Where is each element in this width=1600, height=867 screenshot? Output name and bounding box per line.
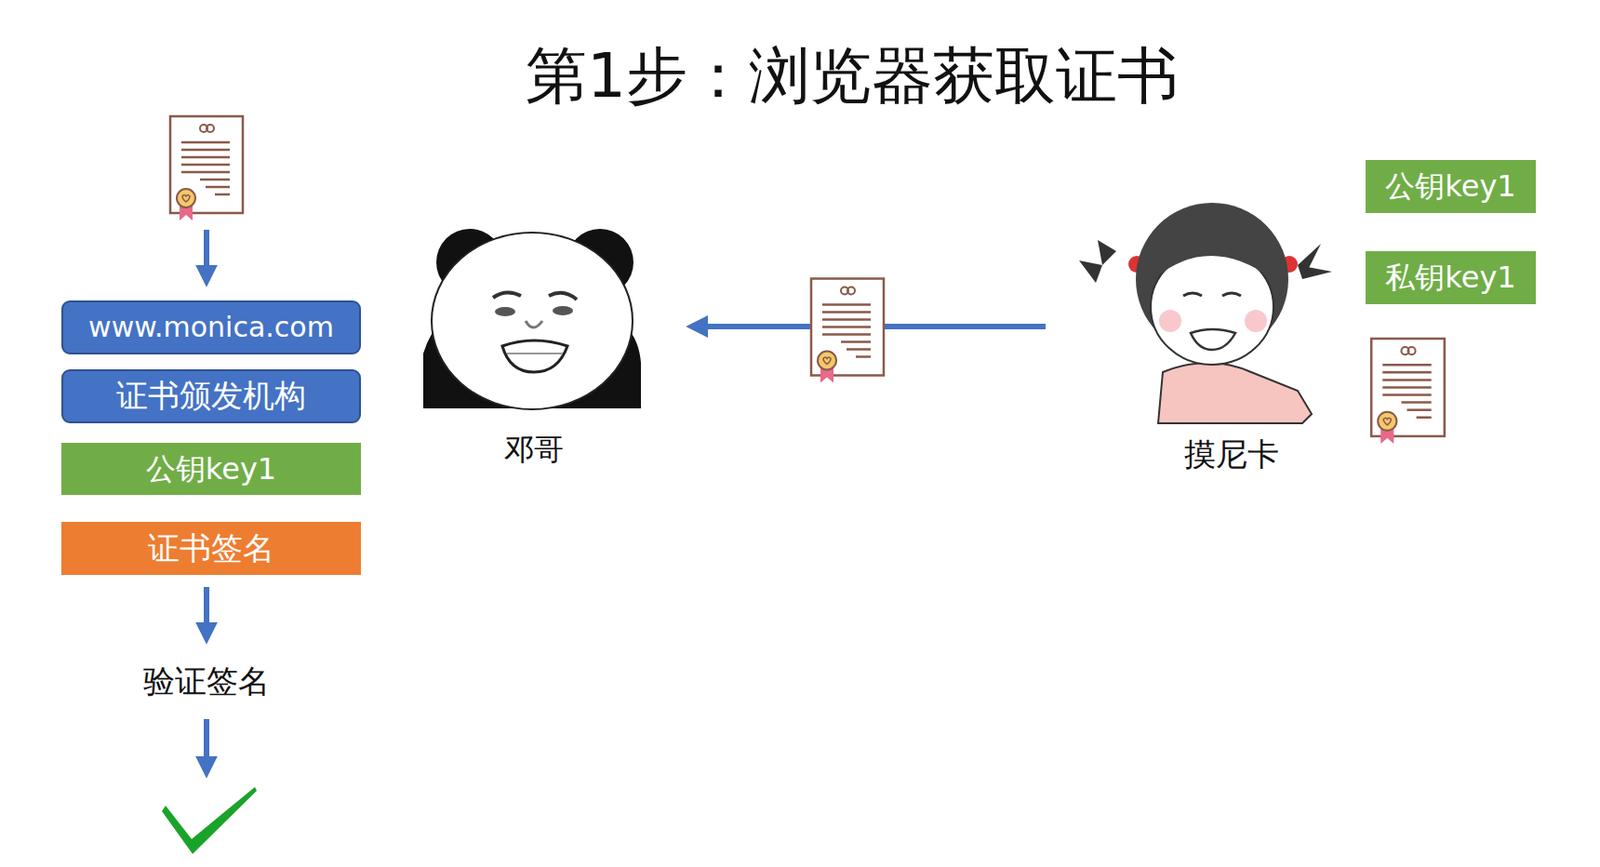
public-key-box: 公钥key1	[61, 442, 361, 495]
box-text: 公钥key1	[1385, 169, 1516, 204]
domain-box: www.monica.com	[61, 300, 361, 355]
person-name: 邓哥	[504, 432, 564, 467]
box-text: www.monica.com	[88, 311, 334, 345]
box-text: 证书签名	[147, 530, 275, 567]
box-text: 私钥key1	[1385, 260, 1516, 295]
step-label: 验证签名	[143, 663, 270, 700]
private-key-box: 私钥key1	[1365, 251, 1536, 305]
signature-box: 证书签名	[61, 521, 361, 575]
box-text: 证书颁发机构	[116, 377, 307, 414]
issuer-box: 证书颁发机构	[61, 369, 361, 424]
box-text: 公钥key1	[146, 452, 277, 487]
public-key-box: 公钥key1	[1365, 160, 1536, 214]
person-name: 摸尼卡	[1184, 436, 1280, 473]
title: 第1步：浏览器获取证书	[525, 40, 1179, 112]
